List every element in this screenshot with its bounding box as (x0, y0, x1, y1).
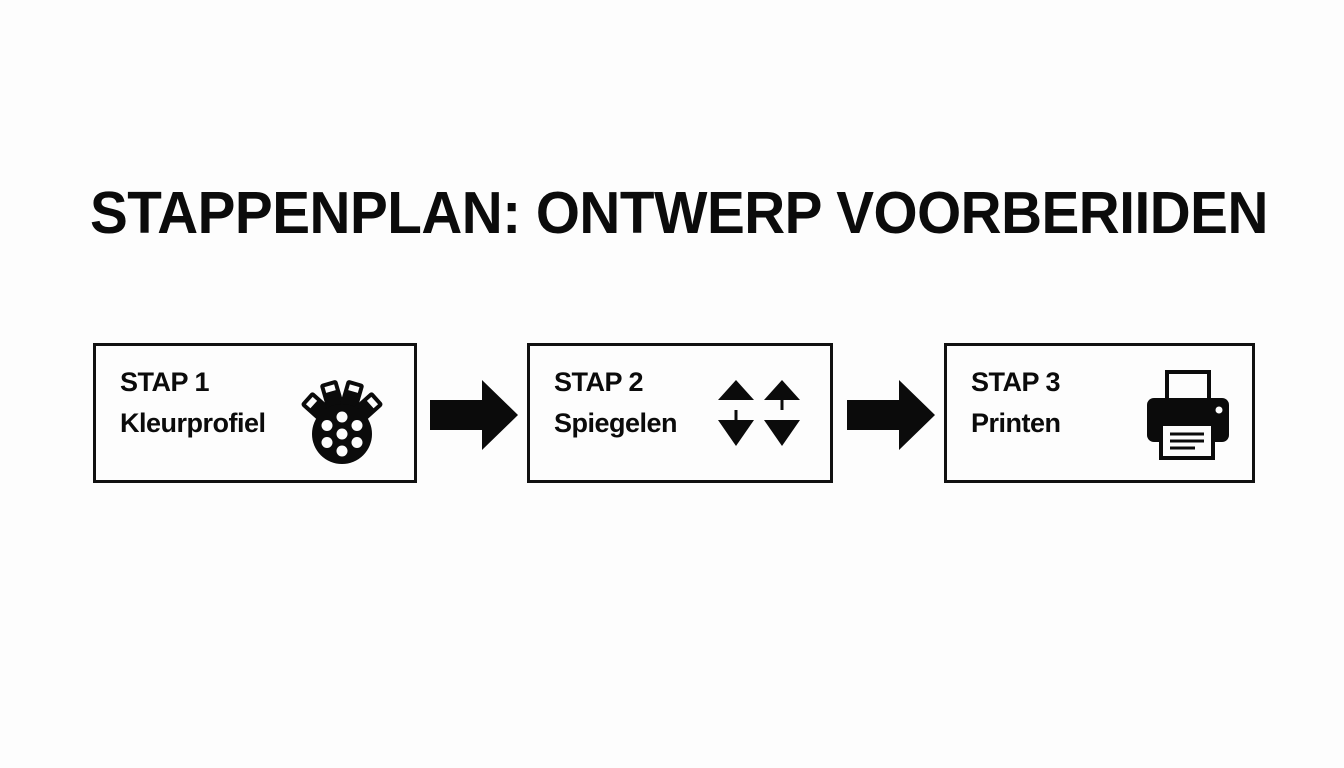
step-2-label: STAP 2 (554, 367, 644, 397)
right-arrow-icon (847, 380, 935, 450)
diagram-title: STAPPENPLAN: ONTWERP VOORBERIIDEN (90, 180, 1268, 246)
right-arrow-icon (430, 380, 518, 450)
step-2-name: Spiegelen (554, 408, 678, 438)
step-3-label: STAP 3 (971, 367, 1061, 397)
step-1-name: Kleurprofiel (120, 408, 266, 438)
color-swatch-reel-icon (301, 380, 383, 464)
step-2-box: STAP 2 Spiegelen (527, 343, 833, 483)
printer-icon (1147, 370, 1229, 460)
step-3-box: STAP 3 Printen (944, 343, 1255, 483)
step-1-box: STAP 1 Kleurprofiel (93, 343, 417, 483)
step-1-label: STAP 1 (120, 367, 210, 397)
mirror-flip-arrows-icon (718, 380, 800, 446)
step-3-name: Printen (971, 408, 1061, 438)
